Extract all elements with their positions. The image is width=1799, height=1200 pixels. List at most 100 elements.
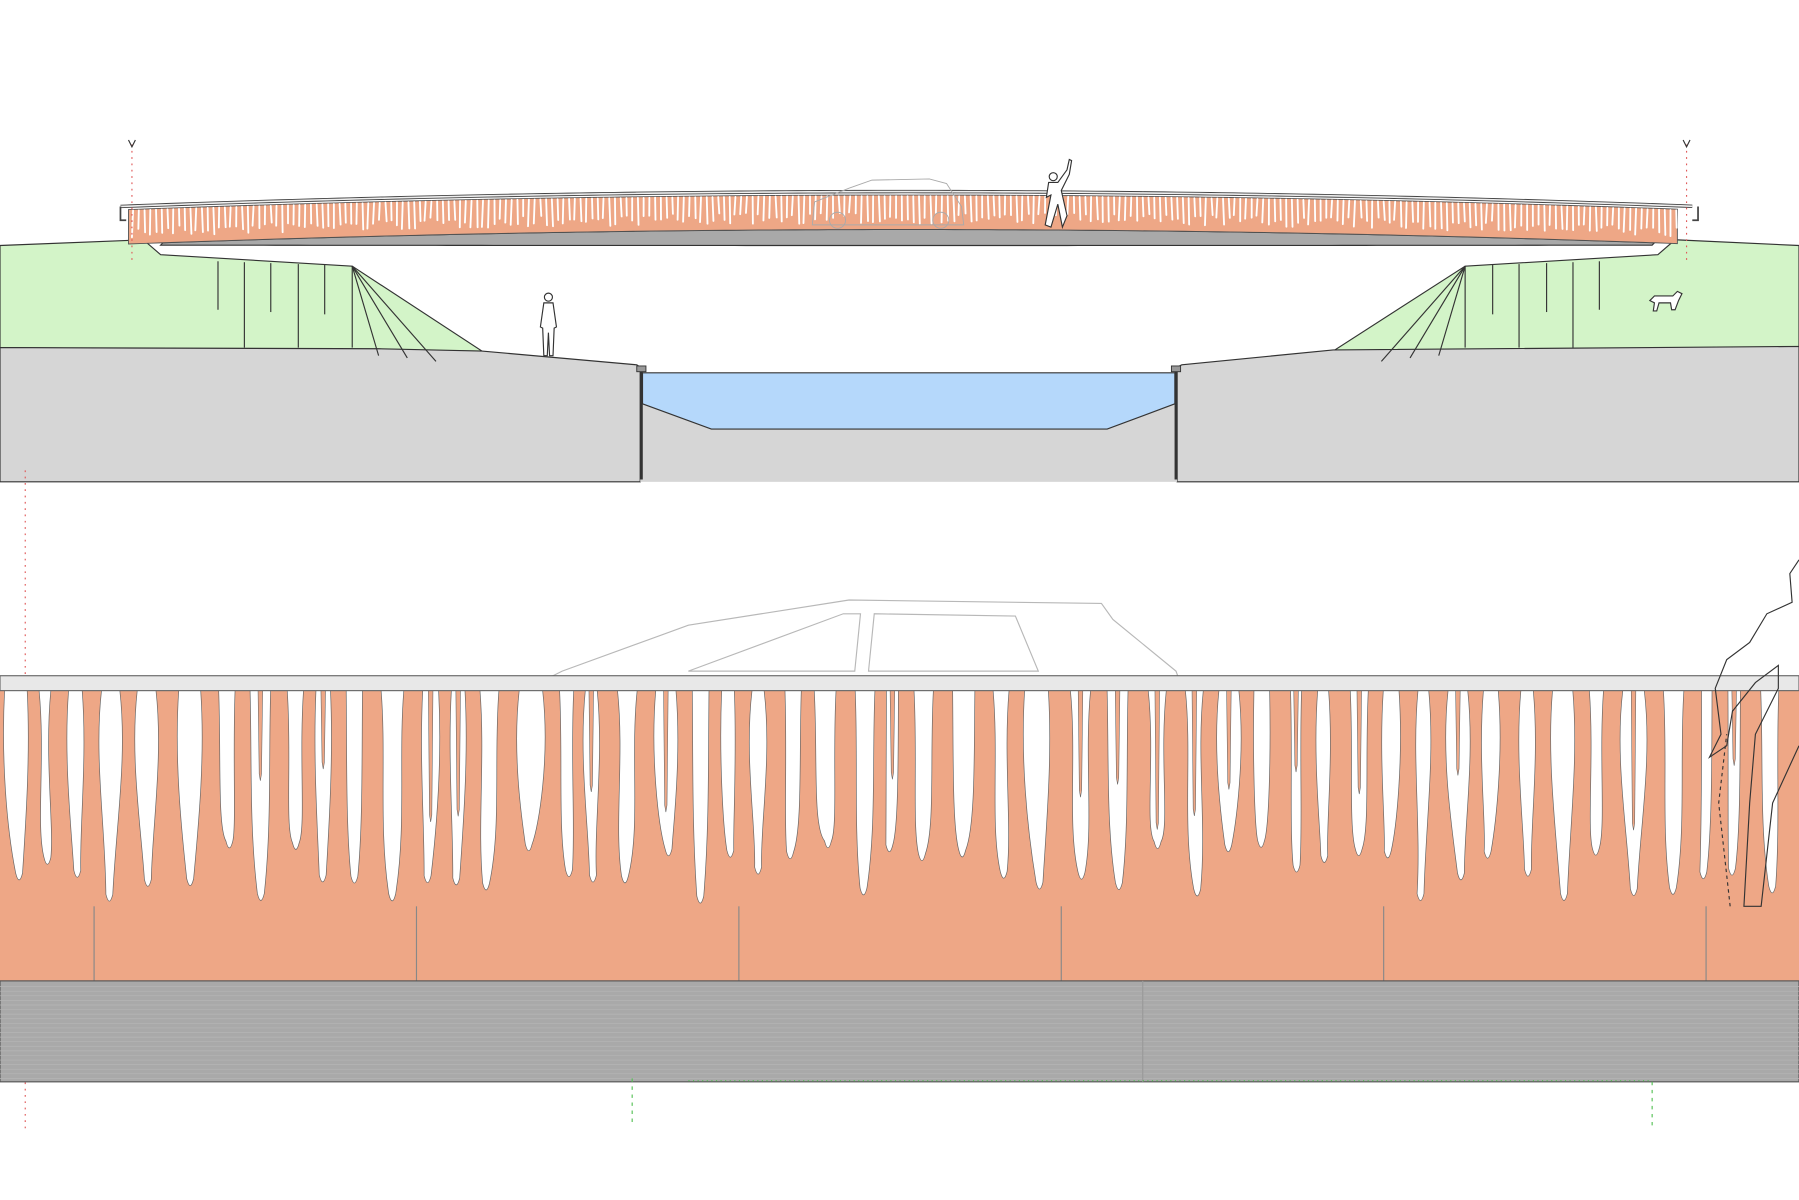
cutout: [813, 690, 837, 849]
railing-cutout: [1015, 195, 1019, 223]
railing-cutout: [1222, 197, 1225, 226]
cutout: [98, 690, 123, 902]
cutout: [691, 690, 710, 904]
cutout: [784, 690, 802, 860]
left-ground: [0, 347, 641, 483]
deck-edge-beam: [0, 980, 1799, 1083]
railing-cutout: [1117, 196, 1121, 222]
river-water: [641, 372, 1176, 430]
railing-cutout: [1084, 196, 1087, 216]
railing-cutout: [241, 205, 245, 231]
railing-cutout: [1123, 196, 1127, 221]
railing-cutout: [1078, 195, 1082, 221]
railing-cutout: [992, 195, 996, 217]
railing-cutout: [1514, 204, 1517, 229]
railing-cutout: [1176, 196, 1179, 220]
railing-cutout: [986, 195, 990, 220]
cutout: [218, 690, 236, 849]
railing-cutout: [1341, 199, 1345, 226]
railing-cutout: [1027, 195, 1030, 215]
railing-cutout: [1193, 197, 1197, 218]
railing-cutout: [848, 195, 852, 214]
railing-cutout: [619, 197, 623, 218]
left-quay-cap: [636, 365, 647, 373]
railing-cutout: [509, 199, 513, 226]
railing-cutout: [498, 199, 502, 220]
railing-cutouts: [3, 690, 1780, 904]
dog-figure: [1648, 290, 1683, 312]
railing-cutout: [1244, 197, 1247, 220]
railing-cutout: [481, 199, 484, 228]
railing-cutout: [699, 196, 702, 224]
railing-cutout: [1129, 196, 1133, 217]
cutout: [314, 690, 332, 883]
railing-cutout: [469, 199, 473, 229]
railing-cutout: [929, 195, 933, 225]
railing-cutout: [1411, 201, 1414, 223]
railing-cutout: [155, 208, 158, 233]
deck-railing: [128, 194, 1678, 245]
railing-cutout: [733, 195, 737, 216]
railing-cutout: [1640, 208, 1643, 230]
cutout: [516, 690, 546, 852]
cutout: [1022, 690, 1051, 890]
railing-cutout: [1159, 196, 1162, 223]
cutout: [1415, 690, 1432, 901]
railing-cutout: [212, 206, 216, 236]
railing-cutout: [1204, 197, 1207, 227]
cutout: [1445, 690, 1471, 881]
cutout: [479, 690, 500, 891]
cutout: [913, 690, 934, 862]
railing-cutout: [1187, 197, 1191, 226]
railing-cutout: [400, 201, 404, 230]
railing-cutout: [453, 200, 457, 221]
railing-cutout: [860, 195, 863, 224]
railing-cutout: [1468, 202, 1472, 229]
railing-cutout: [1405, 201, 1408, 229]
cutout: [1518, 690, 1536, 877]
railing-cutout: [837, 195, 841, 215]
railing-cutout: [1377, 200, 1380, 219]
left-embankment: [0, 239, 484, 352]
railing-cutout: [166, 208, 170, 230]
raked-pile: [351, 265, 408, 359]
railing-cutout: [1365, 200, 1368, 222]
railing-cutout: [1232, 197, 1236, 217]
railing-cutout: [407, 201, 411, 230]
railing-cutout: [194, 207, 198, 232]
cutout: [176, 690, 203, 886]
railing-cutout: [413, 201, 416, 230]
deck-texture: [0, 986, 1799, 1079]
cutout: [380, 690, 405, 902]
railing-cutout: [723, 196, 726, 221]
cutout: [3, 690, 29, 881]
railing-cutout: [1347, 199, 1351, 219]
railing-cutout: [429, 200, 433, 219]
railing-cutout: [366, 202, 370, 230]
railing-cutout: [556, 198, 560, 221]
railing-cutout: [705, 196, 709, 225]
raked-pile: [351, 265, 380, 356]
railing-cutout: [568, 198, 571, 221]
railing-cutout: [877, 195, 881, 223]
bridge-deck: [119, 189, 1699, 247]
cutout: [748, 690, 768, 875]
railing-cutout: [143, 209, 147, 234]
railing-cutout: [201, 207, 204, 234]
railing-cutout: [1095, 196, 1099, 221]
railing-cutout: [1199, 197, 1202, 217]
railing-cutout: [1595, 206, 1598, 232]
cutout: [1381, 690, 1401, 859]
cutout: [1727, 690, 1741, 876]
railing-cutout: [361, 202, 365, 231]
right-rail-end: [1692, 206, 1699, 222]
right-light-pole: [1682, 139, 1691, 262]
railing-cutout: [372, 202, 375, 225]
railing-cutout: [665, 196, 669, 219]
railing-cutout: [384, 201, 388, 223]
raked-pile: [351, 265, 437, 362]
railing-cutout: [1352, 200, 1356, 228]
railing-cutout: [728, 196, 732, 225]
green-guide-lines: [631, 1078, 1653, 1127]
